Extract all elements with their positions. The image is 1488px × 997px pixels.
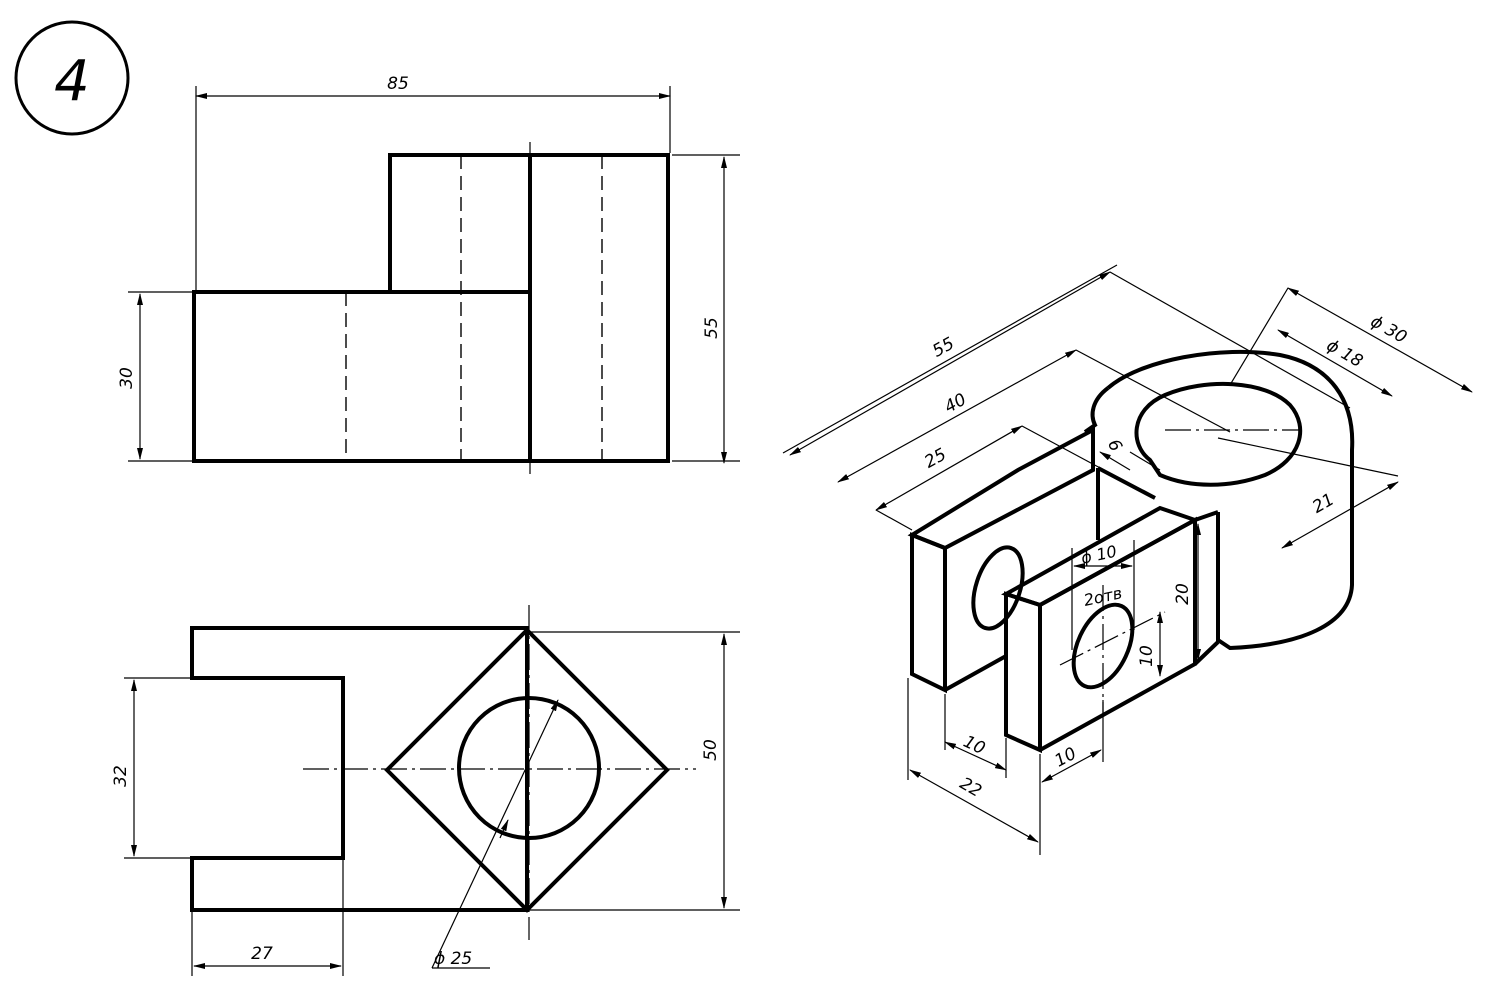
dim-iso-6-label: 6: [1103, 436, 1126, 455]
front-view: 85 55 30: [117, 74, 740, 474]
hole-centerline: [1059, 611, 1166, 666]
sheet-number: 4: [54, 49, 90, 114]
diamond-flange: [384, 627, 670, 913]
dim-iso-10-lug-label: 10: [960, 732, 988, 759]
iso-extension: [1075, 349, 1231, 433]
dim-iso-22-label: 22: [956, 774, 985, 802]
dim-iso-phi18-label: ϕ 18: [1323, 335, 1366, 372]
iso-extension: [782, 264, 1118, 454]
dim-iso-20-label: 20: [1173, 583, 1193, 605]
dim-phi25-label: ϕ 25: [434, 949, 472, 969]
iso-dimension-40: [837, 349, 1077, 483]
dim-55-label: 55: [702, 317, 722, 339]
slot-top: [1097, 466, 1156, 500]
iso-dimension-6: [1099, 451, 1131, 471]
sheet-number-badge: 4: [14, 20, 130, 136]
lug-bottom-edge: [944, 654, 1007, 692]
dim-85-label: 85: [387, 74, 409, 94]
iso-dimension-22: [909, 769, 1039, 843]
iso-dimension-21: [1281, 481, 1399, 549]
iso-dimension-55: [789, 271, 1111, 456]
iso-dimension-10-front: [1041, 749, 1102, 783]
dim-iso-40-label: 40: [941, 390, 970, 418]
iso-extension: [1129, 451, 1161, 471]
dim-iso-25-label: 25: [921, 445, 950, 473]
dim-iso-21-label: 21: [1309, 490, 1338, 518]
leader-arrow-25: [499, 819, 509, 839]
lug-hole-back: [971, 545, 1025, 631]
dim-30-label: 30: [117, 367, 137, 389]
front-lug-side: [1004, 591, 1042, 754]
iso-dimension-phi18: [1277, 329, 1393, 397]
dim-iso-phi30-label: ϕ 30: [1367, 311, 1410, 347]
iso-extension: [1021, 425, 1131, 485]
iso-extension: [1217, 437, 1399, 477]
iso-dimension-phi30: [1287, 287, 1473, 393]
iso-dimension-10-lug: [944, 741, 1007, 771]
dim-50-label: 50: [701, 739, 721, 761]
iso-extension: [1229, 287, 1289, 386]
dim-27-label: 27: [251, 944, 273, 964]
cylinder-outer-left: [1083, 386, 1110, 434]
isometric-view: 55 40 25 6 ϕ 30 ϕ 18 21 20 10: [782, 264, 1473, 855]
dim-iso-10-vert-label: 10: [1137, 645, 1157, 667]
lug-hole-front: [1071, 602, 1135, 690]
dim-32-label: 32: [111, 765, 131, 787]
dim-iso-10-front-label: 10: [1051, 744, 1079, 772]
iso-extension: [875, 509, 913, 531]
iso-dimension-25: [875, 425, 1023, 511]
lug-front-face: [910, 532, 947, 694]
leader-line-25: [431, 699, 559, 969]
top-view: 50 32 27 ϕ 25: [111, 605, 740, 976]
lug-to-cylinder: [1194, 510, 1219, 522]
cylinder-bore: [1134, 381, 1303, 487]
front-view-outline: [192, 153, 670, 463]
front-lug-face: [1039, 516, 1197, 752]
